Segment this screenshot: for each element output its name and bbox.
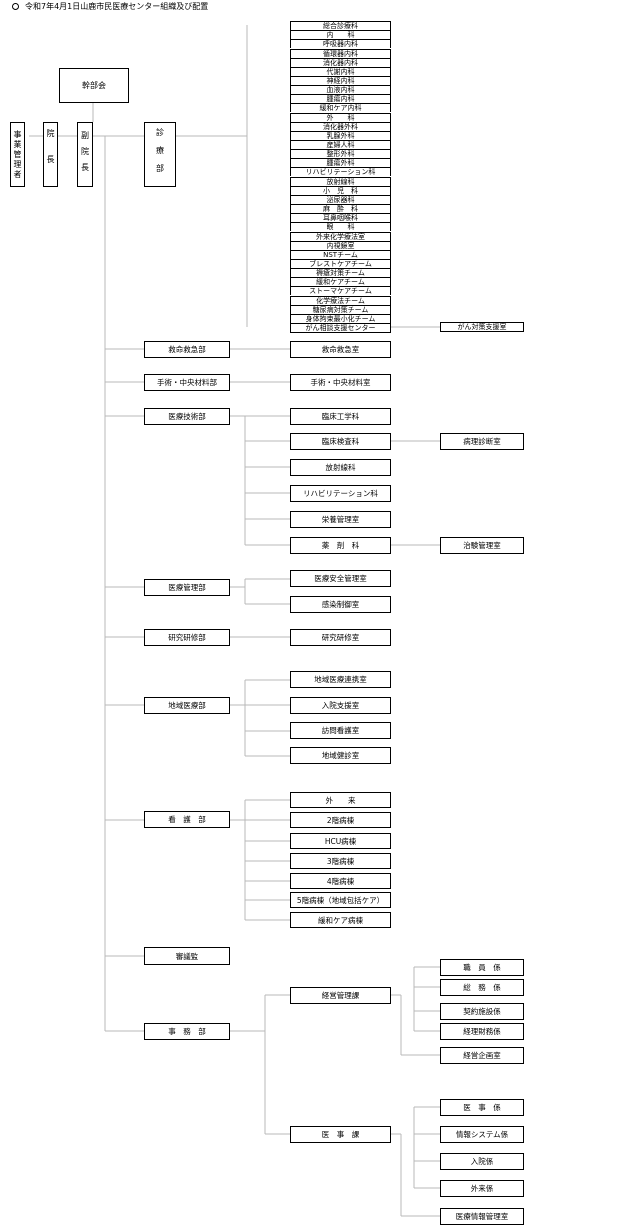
kanbu-box: 幹部会 — [59, 68, 129, 103]
shinryo-item: 外来化学療法室 — [290, 231, 391, 241]
gijutsu-box: 医療技術部 — [144, 408, 230, 425]
chiken-box: 治験管理室 — [440, 537, 524, 554]
iji-item: 情報システム係 — [440, 1126, 524, 1143]
shinryo-item: 身体拘束最小化チーム — [290, 313, 391, 323]
chiiki-item: 入院支援室 — [290, 697, 391, 714]
shinryo-item: 化学療法チーム — [290, 295, 391, 305]
shinryo-item: 糖尿病対策チーム — [290, 304, 391, 314]
kanri-item: 医療安全管理室 — [290, 570, 391, 587]
gijutsu-item: 薬 剤 科 — [290, 537, 391, 554]
shinryo-item: 内 科 — [290, 30, 391, 40]
kenkyu-room-box: 研究研修室 — [290, 629, 391, 646]
gijutsu-item: 放射線科 — [290, 459, 391, 476]
shinryo-item: 褥瘡対策チーム — [290, 268, 391, 278]
gijutsu-item: リハビリテーション科 — [290, 485, 391, 502]
shinryo-item: 内視鏡室 — [290, 240, 391, 250]
kango-item: HCU病棟 — [290, 833, 391, 849]
shinryo-item: 呼吸器内科 — [290, 39, 391, 49]
shujutsu-room-box: 手術・中央材料室 — [290, 374, 391, 391]
kyumei-room-box: 救命救急室 — [290, 341, 391, 358]
shinryo-item: 緩和ケア内科 — [290, 103, 391, 113]
shinryo-item: 放射線科 — [290, 176, 391, 186]
shinryo-box: 診療部 — [144, 122, 176, 187]
iji-item: 入院係 — [440, 1153, 524, 1170]
shinryo-item: 乳腺外科 — [290, 130, 391, 140]
byori-box: 病理診断室 — [440, 433, 524, 450]
shinryo-item: NSTチーム — [290, 249, 391, 259]
iji-item: 外来係 — [440, 1180, 524, 1197]
shinryo-item: ブレストケアチーム — [290, 258, 391, 268]
iji-item: 医療情報管理室 — [440, 1208, 524, 1225]
kango-box: 看 護 部 — [144, 811, 230, 828]
kenkyu-box: 研究研修部 — [144, 629, 230, 646]
shinryo-item: 代謝内科 — [290, 66, 391, 76]
kango-item: 4階病棟 — [290, 873, 391, 889]
shinryo-item: 緩和ケアチーム — [290, 277, 391, 287]
shinryo-item: 眼 科 — [290, 222, 391, 232]
shinryo-label: 診療部 — [155, 127, 165, 182]
jimu-box: 事 務 部 — [144, 1023, 230, 1040]
shinryo-item: 整形外科 — [290, 149, 391, 159]
gijutsu-item: 臨床工学科 — [290, 408, 391, 425]
iji-item: 医 事 係 — [440, 1099, 524, 1116]
chiiki-item: 地域医療連携室 — [290, 671, 391, 688]
kango-item: 緩和ケア病棟 — [290, 912, 391, 928]
keiei-box: 経営管理課 — [290, 987, 391, 1004]
kanri-box: 医療管理部 — [144, 579, 230, 596]
shinryo-item: 循環器内科 — [290, 48, 391, 58]
kango-item: 外 来 — [290, 792, 391, 808]
gan-support-box: がん対策支援室 — [440, 322, 524, 332]
incho-label: 院長 — [46, 128, 55, 181]
jimu-kanri-box: 事業管理者 — [10, 122, 25, 187]
keiei-item: 契約施設係 — [440, 1003, 524, 1020]
shujutsu-box: 手術・中央材料部 — [144, 374, 230, 391]
shinryo-item: 外 科 — [290, 112, 391, 122]
shinryo-item: 泌尿器科 — [290, 194, 391, 204]
kanri-item: 感染制御室 — [290, 596, 391, 613]
shinryo-item: 腫瘍内科 — [290, 94, 391, 104]
shinryo-item: がん相談支援センター — [290, 322, 391, 333]
gijutsu-item: 臨床検査科 — [290, 433, 391, 450]
fukuincho-box: 副院長 — [77, 122, 93, 187]
kango-item: 5階病棟（地域包括ケア） — [290, 892, 391, 908]
keiei-item: 総 務 係 — [440, 979, 524, 996]
shingi-box: 審議監 — [144, 947, 230, 965]
keiei-item: 経営企画室 — [440, 1047, 524, 1064]
incho-box: 院長 — [43, 122, 58, 187]
shinryo-item: 小 児 科 — [290, 185, 391, 195]
shinryo-item: 耳鼻咽喉科 — [290, 213, 391, 223]
shinryo-item: リハビリテーション科 — [290, 167, 391, 177]
chiiki-item: 地域健診室 — [290, 747, 391, 764]
kyumei-box: 救命救急部 — [144, 341, 230, 358]
page-title-text: 令和7年4月1日山鹿市民医療センター組織及び配置 — [25, 2, 209, 11]
shinryo-item: 総合診療科 — [290, 21, 391, 30]
iji-box: 医 事 課 — [290, 1126, 391, 1143]
chiiki-box: 地域医療部 — [144, 697, 230, 714]
chiiki-item: 訪問看護室 — [290, 722, 391, 739]
shinryo-item: 麻 酔 科 — [290, 204, 391, 213]
gijutsu-item: 栄養管理室 — [290, 511, 391, 528]
shinryo-item: 神経内科 — [290, 75, 391, 85]
shinryo-item: 腫瘍外科 — [290, 158, 391, 168]
page-title: 令和7年4月1日山鹿市民医療センター組織及び配置 — [12, 1, 208, 12]
shinryo-item: 消化器内科 — [290, 57, 391, 67]
kango-item: 2階病棟 — [290, 812, 391, 828]
circle-bullet-icon — [12, 3, 19, 10]
keiei-item: 職 員 係 — [440, 959, 524, 976]
keiei-item: 経理財務係 — [440, 1023, 524, 1040]
shinryo-item: 血液内科 — [290, 85, 391, 94]
kango-item: 3階病棟 — [290, 853, 391, 869]
shinryo-item: 産婦人科 — [290, 139, 391, 149]
shinryo-item: ストーマケアチーム — [290, 286, 391, 296]
fukuincho-label: 副院長 — [80, 130, 90, 179]
shinryo-item: 消化器外科 — [290, 121, 391, 131]
